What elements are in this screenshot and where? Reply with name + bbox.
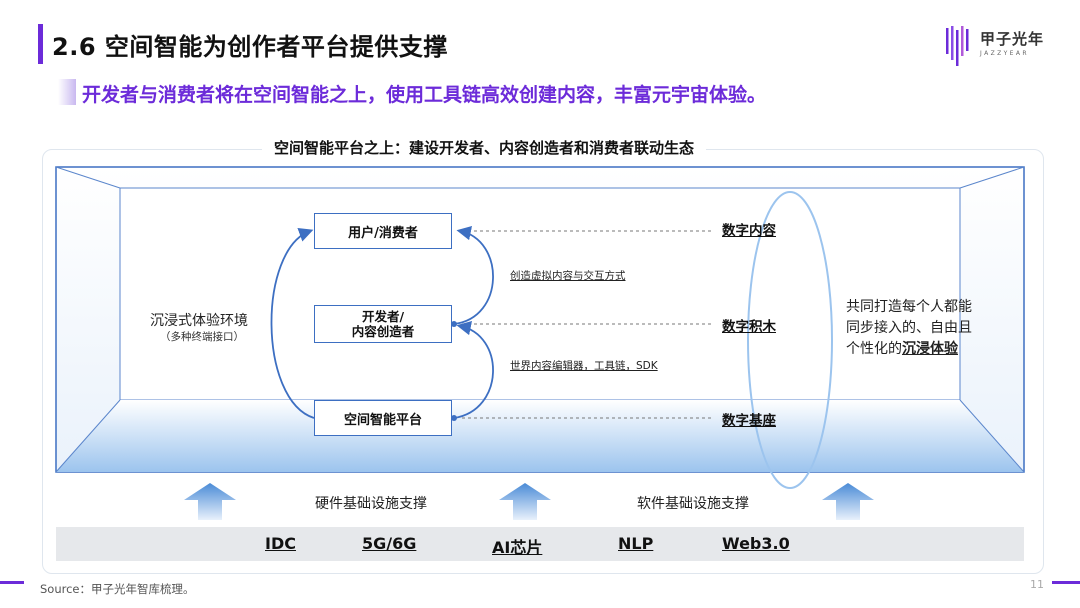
right-text-line3-prefix: 个性化的 <box>846 341 902 357</box>
logo-bars-icon <box>946 26 969 66</box>
terminal-interface-label: （多种终端接口） <box>160 331 244 343</box>
footer-accent-left <box>0 581 24 584</box>
room-walls <box>55 166 1025 473</box>
experience-ellipse <box>747 191 833 489</box>
node-dev-line2: 内容创造者 <box>351 324 415 339</box>
room-floor <box>56 400 1024 472</box>
software-support-label: 软件基础设施支撑 <box>637 496 749 512</box>
infra-item-web3: Web3.0 <box>722 534 790 553</box>
right-arc-upper <box>453 226 494 325</box>
hardware-support-label: 硬件基础设施支撑 <box>315 496 427 512</box>
brand-logo: 甲子光年 JAZZYEAR <box>944 24 1054 68</box>
label-digital-blocks: 数字积木 <box>722 319 776 335</box>
infra-item-idc: IDC <box>265 534 296 553</box>
immersive-env-label: 沉浸式体验环境 <box>150 313 248 329</box>
source-note: Source：甲子光年智库梳理。 <box>40 582 195 596</box>
up-arrow-icon <box>184 483 236 520</box>
up-arrow-icon <box>499 483 551 520</box>
right-text-line3: 个性化的沉浸体验 <box>846 339 1016 360</box>
diagram-title: 空间智能平台之上：建设开发者、内容创造者和消费者联动生态 <box>262 137 707 158</box>
label-digital-content: 数字内容 <box>722 223 776 239</box>
node-user-consumer: 用户/消费者 <box>314 213 452 249</box>
right-text-line2: 同步接入的、自由且 <box>846 320 972 336</box>
page-number: 11 <box>1030 578 1044 591</box>
infrastructure-bar <box>56 527 1024 561</box>
infra-item-ai-chip: AI芯片 <box>492 538 543 557</box>
node-developer-creator: 开发者/ 内容创造者 <box>314 305 452 343</box>
right-text-highlight: 沉浸体验 <box>902 341 958 357</box>
left-arc-arrow <box>270 227 315 419</box>
logo-text: 甲子光年 <box>980 30 1045 48</box>
node-dev-line1: 开发者/ <box>361 309 405 324</box>
subtitle-accent <box>58 79 76 105</box>
page-title: 2.6 空间智能为创作者平台提供支撑 <box>52 33 448 61</box>
logo-subtext: JAZZYEAR <box>980 50 1029 57</box>
subtitle: 开发者与消费者将在空间智能之上，使用工具链高效创建内容，丰富元宇宙体验。 <box>82 84 767 106</box>
footer-accent-right <box>1052 581 1080 584</box>
title-accent-bar <box>38 24 43 64</box>
infra-item-5g6g: 5G/6G <box>362 534 417 553</box>
label-digital-base: 数字基座 <box>722 413 776 429</box>
edge-label-lower: 世界内容编辑器，工具链，SDK <box>510 360 658 372</box>
shared-experience-text: 共同打造每个人都能 同步接入的、自由且 个性化的沉浸体验 <box>846 297 1016 360</box>
right-text-line1: 共同打造每个人都能 <box>846 299 972 315</box>
right-arc-lower <box>453 321 494 419</box>
node-spatial-platform: 空间智能平台 <box>314 400 452 436</box>
infra-item-nlp: NLP <box>618 534 654 553</box>
edge-label-upper: 创造虚拟内容与交互方式 <box>510 270 626 282</box>
up-arrow-icon <box>822 483 874 520</box>
